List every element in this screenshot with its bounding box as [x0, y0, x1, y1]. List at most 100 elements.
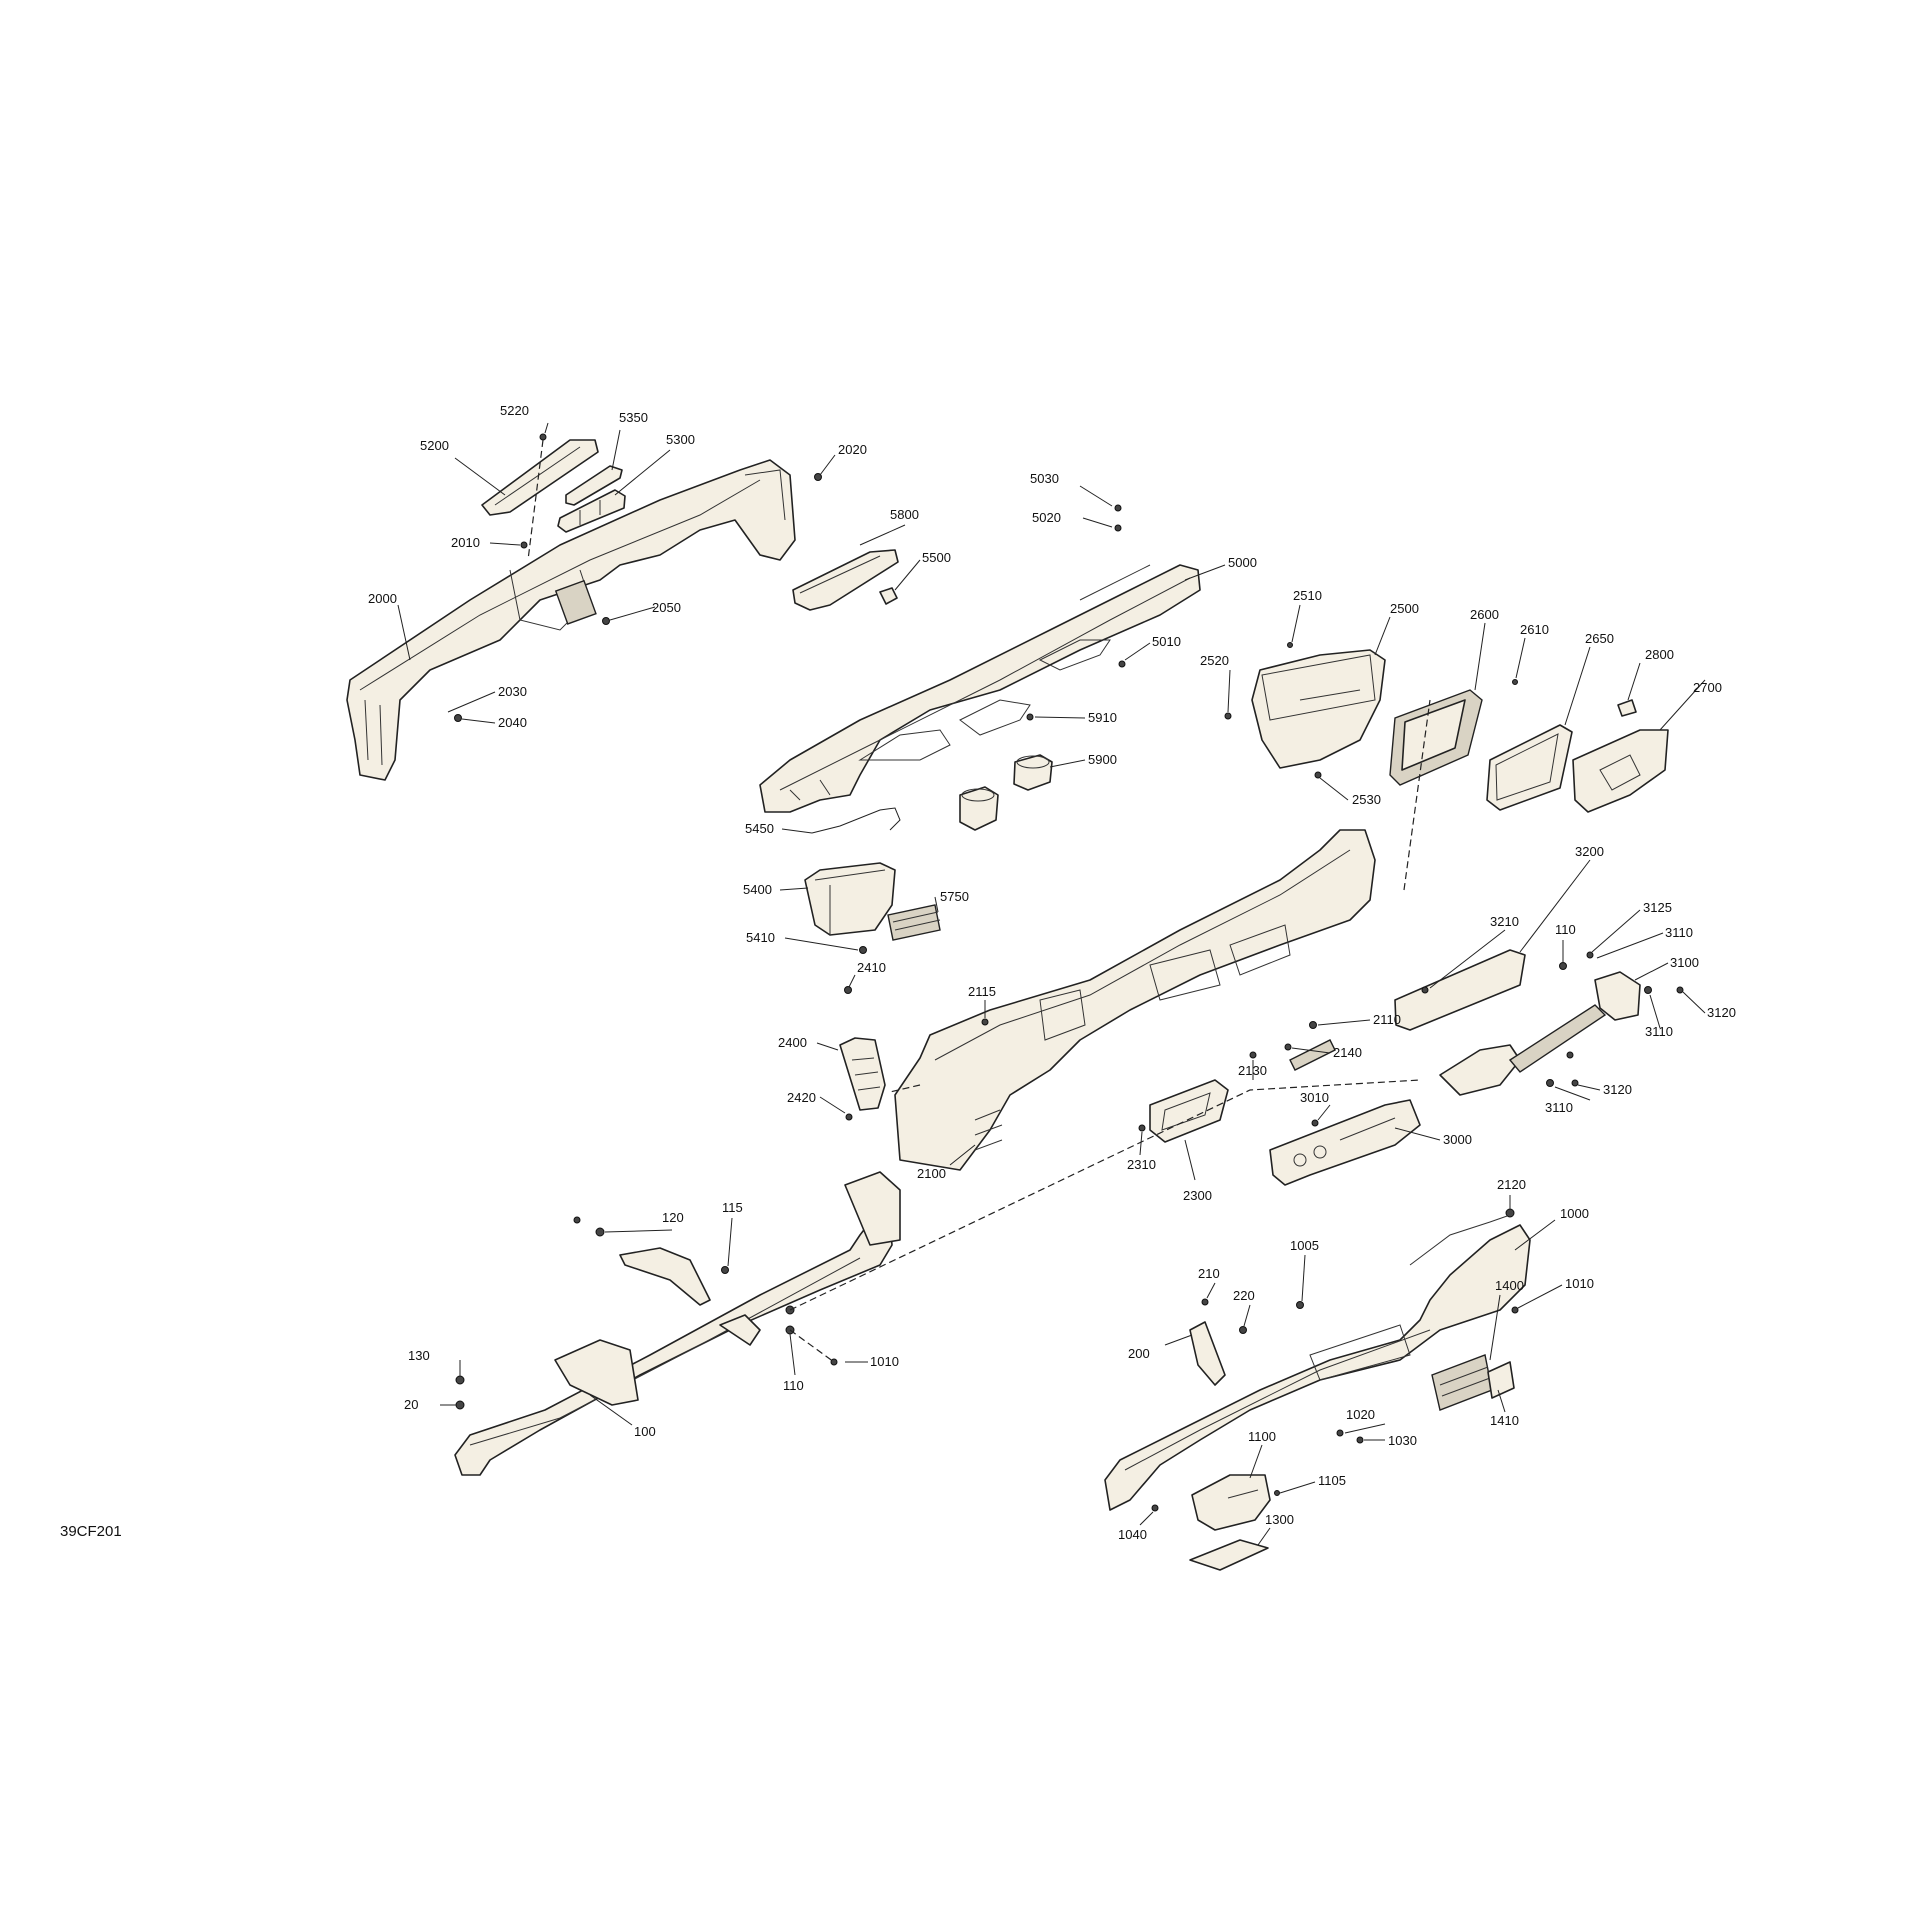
- callout-5010: 5010: [1152, 634, 1181, 649]
- callout-5350: 5350: [619, 410, 648, 425]
- callout-3125: 3125: [1643, 900, 1672, 915]
- part-1000-lower-dash-assembly[interactable]: [1104, 1214, 1531, 1511]
- part-1400-vent[interactable]: [1431, 1354, 1493, 1411]
- part-3100-steering-column[interactable]: [1439, 971, 1641, 1096]
- leader-lines: [397, 422, 1706, 1546]
- callout-2410: 2410: [857, 960, 886, 975]
- callout-1105: 1105: [1318, 1473, 1346, 1488]
- callout-2400: 2400: [778, 1035, 807, 1050]
- part-5500-latch[interactable]: [879, 587, 898, 605]
- callout-labels: 5220 5350 5200 5300 2020 2010 2000 2050 …: [368, 403, 1736, 1542]
- part-2500-display-housing[interactable]: [1251, 649, 1386, 769]
- callout-2000: 2000: [368, 591, 397, 606]
- part-5900-cup-holders[interactable]: [959, 754, 1053, 831]
- part-2800-clip[interactable]: [1617, 699, 1637, 717]
- callout-2310: 2310: [1127, 1157, 1156, 1172]
- callout-1010b: 1010: [1565, 1276, 1594, 1291]
- callout-200: 200: [1128, 1346, 1150, 1361]
- assembly-dashed-lines: [527, 439, 1431, 1363]
- callout-2115: 2115: [968, 984, 996, 999]
- callout-220: 220: [1233, 1288, 1255, 1303]
- callout-2650: 2650: [1585, 631, 1614, 646]
- callout-3110c: 3110: [1545, 1100, 1573, 1115]
- part-2400-switch-panel[interactable]: [839, 1037, 886, 1111]
- fasteners: [454, 433, 1684, 1512]
- part-5200-handle[interactable]: [481, 439, 599, 516]
- callout-1000: 1000: [1560, 1206, 1589, 1221]
- callout-5220: 5220: [500, 403, 529, 418]
- callout-5800: 5800: [890, 507, 919, 522]
- callout-2610: 2610: [1520, 622, 1549, 637]
- part-2700-cover-panel[interactable]: [1572, 729, 1669, 813]
- callout-3120b: 3120: [1603, 1082, 1632, 1097]
- callout-1010a: 1010: [870, 1354, 899, 1369]
- callout-5030: 5030: [1030, 471, 1059, 486]
- callout-2040: 2040: [498, 715, 527, 730]
- part-5000-console-top[interactable]: [759, 564, 1201, 813]
- callout-5910: 5910: [1088, 710, 1117, 725]
- callout-2500: 2500: [1390, 601, 1419, 616]
- callout-2700: 2700: [1693, 680, 1722, 695]
- drawing-code: 39CF201: [60, 1523, 122, 1540]
- part-2600-bezel-frame[interactable]: [1389, 689, 1483, 786]
- callout-5500: 5500: [922, 550, 951, 565]
- callout-2520: 2520: [1200, 653, 1229, 668]
- callout-110a: 110: [1555, 922, 1576, 937]
- callout-5200: 5200: [420, 438, 449, 453]
- part-5300-pad[interactable]: [557, 489, 626, 533]
- callout-3120a: 3120: [1707, 1005, 1736, 1020]
- callout-2110: 2110: [1373, 1012, 1401, 1027]
- callout-5400: 5400: [743, 882, 772, 897]
- callout-3200: 3200: [1575, 844, 1604, 859]
- part-3200-cover[interactable]: [1394, 949, 1526, 1031]
- callout-1100: 1100: [1248, 1429, 1276, 1444]
- callout-2600: 2600: [1470, 607, 1499, 622]
- part-1100-tray[interactable]: [1191, 1474, 1271, 1531]
- part-2650-display-gasket[interactable]: [1486, 724, 1573, 811]
- callout-210: 210: [1198, 1266, 1220, 1281]
- callout-5750: 5750: [940, 889, 969, 904]
- part-5750-filter[interactable]: [887, 904, 941, 941]
- part-2100-dashboard[interactable]: [894, 829, 1376, 1171]
- callout-2510: 2510: [1293, 588, 1322, 603]
- callout-2420: 2420: [787, 1090, 816, 1105]
- part-5450-strap[interactable]: [811, 807, 901, 834]
- callout-5020: 5020: [1032, 510, 1061, 525]
- part-5800-lid[interactable]: [792, 549, 899, 611]
- callout-3110a: 3110: [1665, 925, 1693, 940]
- part-2300-bezel[interactable]: [1149, 1079, 1229, 1143]
- callout-3100: 3100: [1670, 955, 1699, 970]
- callout-5300: 5300: [666, 432, 695, 447]
- callout-110b: 110: [783, 1378, 804, 1393]
- part-5400-storage-bin[interactable]: [804, 862, 896, 936]
- callout-5900: 5900: [1088, 752, 1117, 767]
- callout-2020: 2020: [838, 442, 867, 457]
- part-2000-upper-cross-member[interactable]: [346, 459, 796, 781]
- callout-2010: 2010: [451, 535, 480, 550]
- callout-5450: 5450: [745, 821, 774, 836]
- callout-2300: 2300: [1183, 1188, 1212, 1203]
- callout-3110b: 3110: [1645, 1024, 1673, 1039]
- part-5350-pad[interactable]: [565, 465, 623, 506]
- part-200-bracket[interactable]: [1189, 1321, 1226, 1386]
- part-1410-vent-clip[interactable]: [1487, 1361, 1515, 1399]
- callout-2120: 2120: [1497, 1177, 1526, 1192]
- callout-3210: 3210: [1490, 914, 1519, 929]
- callout-2140: 2140: [1333, 1045, 1362, 1060]
- callout-115: 115: [722, 1200, 743, 1215]
- callout-2130: 2130: [1238, 1063, 1267, 1078]
- callout-2800: 2800: [1645, 647, 1674, 662]
- part-1300-tray-mat[interactable]: [1189, 1539, 1269, 1571]
- callout-1020: 1020: [1346, 1407, 1375, 1422]
- callout-100: 100: [634, 1424, 656, 1439]
- callout-1410: 1410: [1490, 1413, 1519, 1428]
- part-3000-lower-panel[interactable]: [1269, 1099, 1421, 1186]
- callout-120: 120: [662, 1210, 684, 1225]
- part-100-support-frame[interactable]: [454, 1171, 901, 1476]
- callout-1300: 1300: [1265, 1512, 1294, 1527]
- callout-1400: 1400: [1495, 1278, 1524, 1293]
- callout-3010: 3010: [1300, 1090, 1329, 1105]
- callout-1005: 1005: [1290, 1238, 1319, 1253]
